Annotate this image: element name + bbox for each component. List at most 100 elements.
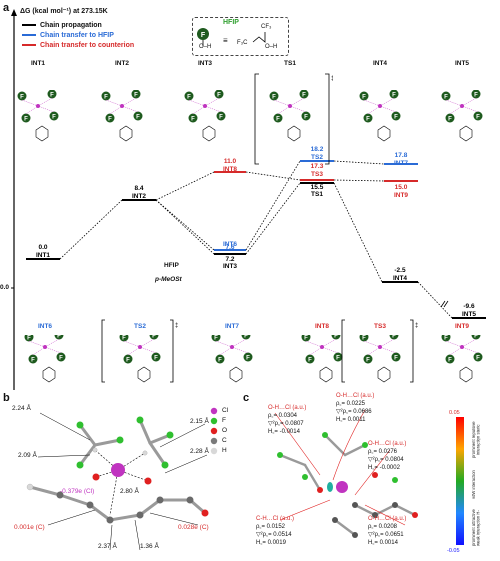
svg-text:F: F xyxy=(122,336,126,342)
colorbar-max-label: 0.05 xyxy=(449,410,460,416)
energy-value: 0.0 xyxy=(38,244,48,251)
svg-text:F: F xyxy=(214,336,218,342)
svg-text:F: F xyxy=(366,358,370,364)
level-connector xyxy=(333,160,385,165)
colorbar xyxy=(456,417,464,545)
svg-text:F: F xyxy=(152,335,156,340)
svg-text:F: F xyxy=(474,93,478,99)
svg-text:‡: ‡ xyxy=(331,76,333,82)
energy-levels-group xyxy=(26,160,486,319)
svg-text:F: F xyxy=(52,115,56,121)
svg-text:F: F xyxy=(20,95,24,101)
energy-level-name: INT6 xyxy=(222,241,238,248)
svg-text:F: F xyxy=(50,93,54,99)
distance-label: 1.36 Å xyxy=(140,543,159,550)
svg-text:F: F xyxy=(201,32,206,39)
svg-text:F: F xyxy=(24,117,28,123)
legend-label: Chain transfer to HFIP xyxy=(40,31,114,39)
axis-break-1 xyxy=(440,300,446,308)
svg-text:F: F xyxy=(219,115,223,121)
svg-text:F: F xyxy=(448,117,452,123)
level-connector xyxy=(155,199,215,255)
bcp-rho: ρ꜀= 0.0225 xyxy=(336,401,366,407)
bcp-lap: ▽²ρ꜀= 0.0807 xyxy=(268,421,304,427)
level-connector xyxy=(245,182,301,255)
bcp-lap: ▽²ρ꜀= 0.0651 xyxy=(368,532,404,538)
energy-level-name: INT5 xyxy=(461,311,477,318)
atom-legend-swatch xyxy=(210,447,218,455)
mini-structure: F F F F xyxy=(17,90,59,142)
energy-level-name: INT3 xyxy=(222,263,238,270)
legend-item-propagation: Chain propagation xyxy=(22,20,134,30)
bcp-rho: ρ꜀= 0.0208 xyxy=(368,524,398,530)
distance-label: 2.24 Å xyxy=(12,405,31,412)
structure-label-int1: INT1 xyxy=(30,60,46,67)
level-connector xyxy=(59,199,123,260)
svg-text:F: F xyxy=(334,335,338,340)
energy-value: 15.0 xyxy=(394,184,408,191)
hfip-sphere-icon: F xyxy=(197,28,209,46)
energy-value: 8.4 xyxy=(134,185,144,192)
bcp-rho: ρ꜀= 0.0276 xyxy=(368,449,398,455)
bcp-title: C-H…Cl (a.u.) xyxy=(256,516,295,522)
svg-text:F: F xyxy=(104,95,108,101)
level-connector xyxy=(333,182,383,283)
legend-label: Chain propagation xyxy=(40,21,102,29)
atom-legend-label: Cl xyxy=(222,407,229,414)
energy-value: -9.6 xyxy=(463,303,475,310)
hfip-annotation: HFIP xyxy=(164,262,179,269)
ts2-bracket: ‡ xyxy=(101,319,178,383)
panel-c-letter: c xyxy=(243,392,250,404)
svg-text:F: F xyxy=(444,336,448,342)
legend-item-counterion: Chain transfer to counterion xyxy=(22,40,134,50)
svg-text:F: F xyxy=(27,336,31,342)
energy-level-name: TS2 xyxy=(311,154,323,161)
distance-label: 2.15 Å xyxy=(190,418,209,425)
structure-label-int2: INT2 xyxy=(114,60,130,67)
panel-b-structure-svg xyxy=(26,407,218,551)
bcp-h: H꜀= 0.0014 xyxy=(368,540,398,546)
bcp-lap: ▽²ρ꜀= 0.0686 xyxy=(336,409,372,415)
energy-value: 11.0 xyxy=(223,158,237,165)
structure-label-int5: INT5 xyxy=(454,60,470,67)
colorbar-min-label: -0.05 xyxy=(447,548,460,554)
energy-value: 18.2 xyxy=(310,146,324,153)
colorbar-annotation: prominent repulsive interaction steric c… xyxy=(472,421,481,459)
distance-label: 2.28 Å xyxy=(190,448,209,455)
bcp-title: O-H…Cl (a.u.) xyxy=(336,393,375,399)
structure-label-int7: INT7 xyxy=(224,323,240,330)
svg-text:F: F xyxy=(394,356,398,362)
panel-b-letter: b xyxy=(3,392,10,404)
level-connector xyxy=(333,179,385,182)
colorbar-annotation: vdW interaction xyxy=(472,470,476,500)
svg-text:F: F xyxy=(217,93,221,99)
distance-label: 2.80 Å xyxy=(120,488,139,495)
distance-label: 2.09 Å xyxy=(18,452,37,459)
colorbar-annotation: prominent attractive weak interaction H-… xyxy=(472,509,481,547)
energy-value: 17.8 xyxy=(394,152,408,159)
structure-label-int4: INT4 xyxy=(372,60,388,67)
bcp-lap: ▽²ρ꜀= 0.0514 xyxy=(256,532,292,538)
atom-legend-swatch xyxy=(210,417,218,425)
ts1-bracket: ‡ xyxy=(254,73,333,165)
bcp-rho: ρ꜀= 0.0304 xyxy=(268,413,298,419)
charge-label-cl: -0.379e (Cl) xyxy=(60,488,95,495)
structure-label-ts2: TS2 xyxy=(134,323,146,330)
hfip-oh-label: O–H xyxy=(199,44,212,50)
level-connector xyxy=(417,281,453,319)
svg-text:F: F xyxy=(444,95,448,101)
svg-text:F: F xyxy=(476,356,480,362)
axis-title: ΔG (kcal mol⁻¹) at 273.15K xyxy=(20,8,108,15)
bcp-rho: ρ꜀= 0.0152 xyxy=(256,524,286,530)
